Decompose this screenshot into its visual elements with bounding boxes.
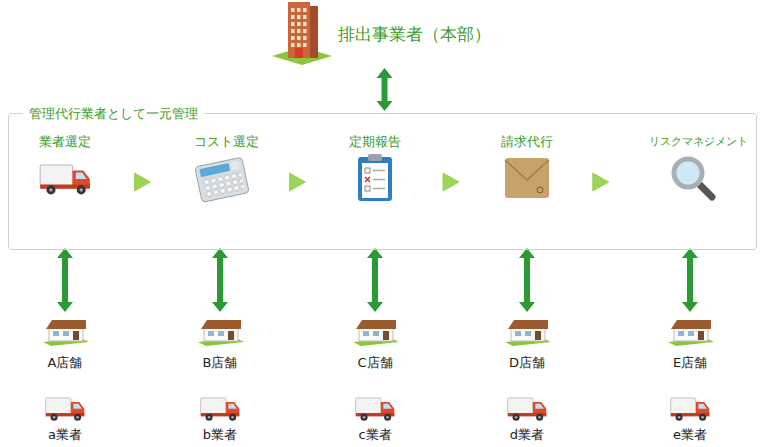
shop-icons: [43, 320, 714, 346]
vendor-node: e業者: [660, 392, 720, 444]
vendor-node: c業者: [345, 392, 405, 444]
double-arrow: [367, 248, 383, 312]
node-label: 業者選定: [33, 133, 97, 150]
double-arrow: [57, 248, 73, 312]
shop-node: D店舗: [497, 314, 557, 374]
shop-node: E店舗: [660, 314, 720, 374]
shop-node: B店舗: [190, 314, 250, 374]
double-arrow: [212, 248, 228, 312]
headquarters-node: 排出事業者（本部）: [268, 2, 501, 66]
node-label: 請求代行: [495, 133, 559, 150]
double-arrow: [377, 68, 393, 111]
billing-agency-step: 請求代行: [481, 142, 573, 246]
shop-node: A店舗: [35, 314, 95, 374]
shop-node: C店舗: [345, 314, 405, 374]
flow-triangle: [593, 173, 609, 191]
node-label: b業者: [190, 426, 250, 444]
vendor-node: b業者: [190, 392, 250, 444]
node-label: D店舗: [497, 354, 557, 372]
node-label: c業者: [345, 426, 405, 444]
clipboard-icon: [358, 154, 392, 201]
flow-triangle: [443, 173, 459, 191]
node-label: コスト選定: [188, 133, 265, 150]
building-icon: [272, 2, 332, 65]
node-label: B店舗: [190, 354, 250, 372]
calculator-icon: [195, 157, 249, 202]
node-label: 排出事業者（本部）: [338, 23, 491, 46]
vendor-node: d業者: [497, 392, 557, 444]
node-label: A店舗: [35, 354, 95, 372]
parcel-icon: [505, 158, 549, 198]
double-arrow: [519, 248, 535, 312]
node-label: 定期報告: [343, 133, 407, 150]
magnifier-icon: [674, 159, 712, 197]
risk-management-step: リスクマネジメント: [629, 142, 752, 246]
flow-triangle: [135, 173, 151, 191]
vendor-selection-step: 業者選定: [19, 142, 111, 246]
node-label: a業者: [35, 426, 95, 444]
node-label: 管理代行業者として一元管理: [23, 105, 204, 122]
truck-icons: [46, 398, 710, 421]
periodic-report-step: 定期報告: [329, 142, 421, 246]
management-frame: 管理代行業者として一元管理業者選定コスト選定定期報告請求代行リスクマネジメント: [8, 113, 757, 250]
cost-selection-step: コスト選定: [174, 142, 266, 246]
flow-triangle: [290, 173, 306, 191]
truck-icon: [40, 165, 90, 194]
node-label: d業者: [497, 426, 557, 444]
node-label: C店舗: [345, 354, 405, 372]
node-label: e業者: [660, 426, 720, 444]
node-label: E店舗: [660, 354, 720, 372]
double-arrow: [682, 248, 698, 312]
node-label: リスクマネジメント: [643, 133, 754, 150]
vendor-node: a業者: [35, 392, 95, 444]
